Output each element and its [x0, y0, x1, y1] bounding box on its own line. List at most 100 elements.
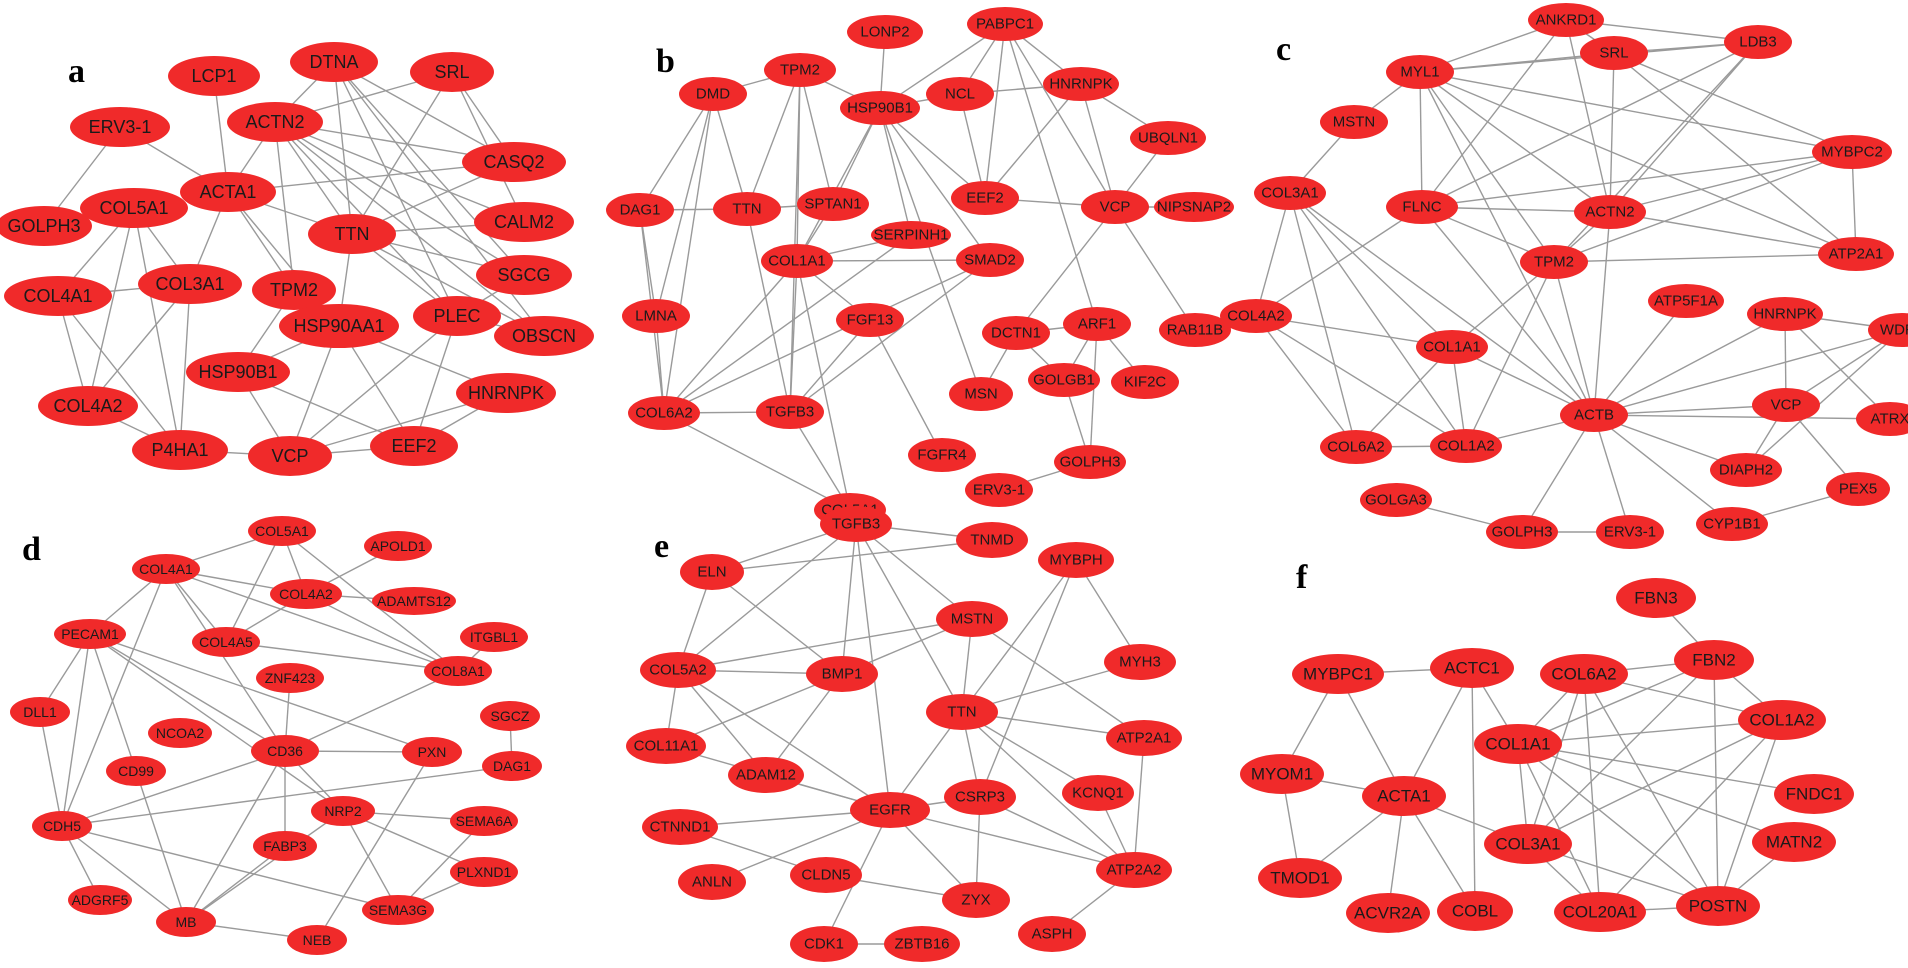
- node-hsp90b1[interactable]: HSP90B1: [186, 352, 290, 392]
- node-plxnd1[interactable]: PLXND1: [450, 857, 518, 887]
- node-csrp3[interactable]: CSRP3: [944, 779, 1016, 815]
- node-col1a1[interactable]: COL1A1: [761, 244, 833, 278]
- node-pex5[interactable]: PEX5: [1826, 472, 1890, 506]
- node-col4a1[interactable]: COL4A1: [4, 276, 112, 316]
- node-cyp1b1[interactable]: CYP1B1: [1696, 507, 1768, 541]
- node-dmd[interactable]: DMD: [679, 77, 747, 111]
- node-mybph[interactable]: MYBPH: [1038, 542, 1114, 578]
- node-actn2[interactable]: ACTN2: [1574, 195, 1646, 229]
- node-nrp2[interactable]: NRP2: [311, 796, 375, 826]
- node-vcp[interactable]: VCP: [248, 436, 332, 476]
- node-actc1[interactable]: ACTC1: [1430, 648, 1514, 688]
- node-erv3-1[interactable]: ERV3-1: [70, 107, 170, 147]
- node-eef2[interactable]: EEF2: [951, 181, 1019, 215]
- node-fbn2[interactable]: FBN2: [1674, 640, 1754, 680]
- node-ctnnd1[interactable]: CTNND1: [642, 809, 718, 845]
- node-col1a2[interactable]: COL1A2: [1738, 700, 1826, 740]
- node-atp2a2[interactable]: ATP2A2: [1096, 852, 1172, 888]
- node-msn[interactable]: MSN: [949, 377, 1013, 411]
- node-golph3[interactable]: GOLPH3: [0, 206, 92, 246]
- node-fabp3[interactable]: FABP3: [253, 831, 317, 861]
- node-pabpc1[interactable]: PABPC1: [967, 7, 1043, 41]
- node-rab11b[interactable]: RAB11B: [1159, 313, 1231, 347]
- node-hnrnpk[interactable]: HNRNPK: [1747, 297, 1823, 331]
- node-mstn[interactable]: MSTN: [936, 601, 1008, 637]
- node-nipsnap2[interactable]: NIPSNAP2: [1154, 192, 1234, 222]
- node-tnmd[interactable]: TNMD: [956, 522, 1028, 558]
- node-col6a2[interactable]: COL6A2: [1540, 654, 1628, 694]
- node-adam12[interactable]: ADAM12: [728, 757, 804, 793]
- node-kcnq1[interactable]: KCNQ1: [1062, 775, 1134, 811]
- node-col3a1[interactable]: COL3A1: [1254, 176, 1326, 210]
- node-pecam1[interactable]: PECAM1: [54, 619, 126, 649]
- node-srl[interactable]: SRL: [410, 52, 494, 92]
- node-col1a2[interactable]: COL1A2: [1430, 429, 1502, 463]
- node-cd36[interactable]: CD36: [251, 735, 319, 767]
- node-egfr[interactable]: EGFR: [850, 792, 930, 828]
- node-smad2[interactable]: SMAD2: [956, 243, 1024, 277]
- node-srl[interactable]: SRL: [1580, 36, 1648, 70]
- node-hnrnpk[interactable]: HNRNPK: [456, 373, 556, 413]
- node-lcp1[interactable]: LCP1: [168, 56, 260, 96]
- node-tmod1[interactable]: TMOD1: [1258, 858, 1342, 898]
- node-sptan1[interactable]: SPTAN1: [797, 187, 869, 221]
- node-ldb3[interactable]: LDB3: [1724, 25, 1792, 59]
- node-dag1[interactable]: DAG1: [606, 193, 674, 227]
- node-lmna[interactable]: LMNA: [622, 299, 690, 333]
- node-mstn[interactable]: MSTN: [1320, 105, 1388, 139]
- node-anln[interactable]: ANLN: [678, 864, 746, 900]
- node-col11a1[interactable]: COL11A1: [626, 728, 706, 764]
- node-dtna[interactable]: DTNA: [290, 42, 378, 82]
- node-erv3-1[interactable]: ERV3-1: [1596, 515, 1664, 549]
- node-col6a2[interactable]: COL6A2: [1320, 430, 1392, 464]
- node-erv3-1[interactable]: ERV3-1: [965, 473, 1033, 507]
- node-tgfb3[interactable]: TGFB3: [820, 506, 892, 542]
- node-znf423[interactable]: ZNF423: [256, 663, 324, 693]
- node-vcp[interactable]: VCP: [1081, 190, 1149, 224]
- node-hsp90b1[interactable]: HSP90B1: [840, 91, 920, 125]
- node-golgb1[interactable]: GOLGB1: [1028, 363, 1100, 397]
- node-cobl[interactable]: COBL: [1437, 891, 1513, 931]
- node-dag1[interactable]: DAG1: [482, 751, 542, 781]
- node-calm2[interactable]: CALM2: [474, 202, 574, 242]
- node-col3a1[interactable]: COL3A1: [1484, 824, 1572, 864]
- node-adgrf5[interactable]: ADGRF5: [68, 885, 132, 915]
- node-adamts12[interactable]: ADAMTS12: [372, 587, 456, 615]
- node-zyx[interactable]: ZYX: [942, 882, 1010, 918]
- node-acta1[interactable]: ACTA1: [1362, 776, 1446, 816]
- node-mb[interactable]: MB: [156, 907, 216, 937]
- node-obscn[interactable]: OBSCN: [494, 316, 594, 356]
- node-col8a1[interactable]: COL8A1: [424, 656, 492, 686]
- node-tpm2[interactable]: TPM2: [1520, 245, 1588, 279]
- node-itgbl1[interactable]: ITGBL1: [460, 622, 528, 652]
- node-col5a1[interactable]: COL5A1: [80, 188, 188, 228]
- node-col1a1[interactable]: COL1A1: [1474, 724, 1562, 764]
- node-arf1[interactable]: ARF1: [1063, 307, 1131, 341]
- node-kif2c[interactable]: KIF2C: [1111, 365, 1179, 399]
- node-col4a1[interactable]: COL4A1: [132, 554, 200, 584]
- node-col6a2[interactable]: COL6A2: [628, 396, 700, 430]
- node-acta1[interactable]: ACTA1: [180, 172, 276, 212]
- node-neb[interactable]: NEB: [287, 925, 347, 955]
- node-asph[interactable]: ASPH: [1018, 916, 1086, 952]
- node-mybpc2[interactable]: MYBPC2: [1812, 135, 1892, 169]
- node-lonp2[interactable]: LONP2: [847, 15, 923, 49]
- node-sgcz[interactable]: SGCZ: [480, 701, 540, 731]
- node-postn[interactable]: POSTN: [1676, 886, 1760, 926]
- node-ncl[interactable]: NCL: [926, 77, 994, 111]
- node-bmp1[interactable]: BMP1: [806, 656, 878, 692]
- node-atp2a1[interactable]: ATP2A1: [1106, 720, 1182, 756]
- node-col4a2[interactable]: COL4A2: [1220, 299, 1292, 333]
- node-eef2[interactable]: EEF2: [370, 426, 458, 466]
- node-col4a2[interactable]: COL4A2: [38, 386, 138, 426]
- node-col4a5[interactable]: COL4A5: [192, 627, 260, 657]
- node-col5a2[interactable]: COL5A2: [640, 652, 716, 688]
- node-hsp90aa1[interactable]: HSP90AA1: [279, 304, 399, 348]
- node-flnc[interactable]: FLNC: [1386, 190, 1458, 224]
- node-eln[interactable]: ELN: [680, 554, 744, 590]
- node-golph3[interactable]: GOLPH3: [1054, 445, 1126, 479]
- node-ttn[interactable]: TTN: [308, 214, 396, 254]
- node-myom1[interactable]: MYOM1: [1240, 754, 1324, 794]
- node-diaph2[interactable]: DIAPH2: [1710, 453, 1782, 487]
- node-wdr1[interactable]: WDR1: [1868, 313, 1908, 347]
